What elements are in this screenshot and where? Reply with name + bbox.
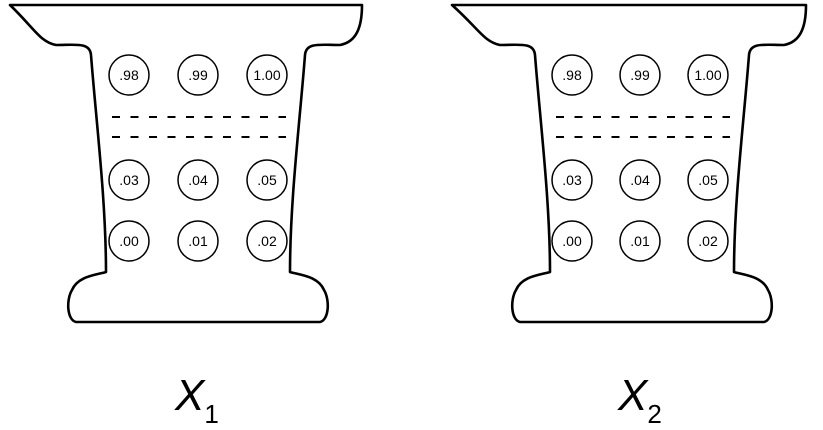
urn-1: .98 .99 1.00 .03 .04 .05 .00 .01 .02 X1 <box>8 3 364 429</box>
ball-label: .04 <box>630 172 650 188</box>
urn-2-outline <box>450 3 808 324</box>
ball: .02 <box>687 220 729 262</box>
ball: .99 <box>619 54 661 96</box>
ball-label: .01 <box>188 233 208 249</box>
urn-1-label: X1 <box>174 371 219 429</box>
ball-label: .05 <box>698 172 718 188</box>
ball: 1.00 <box>246 54 288 96</box>
ball: .05 <box>246 159 288 201</box>
variable-name: X <box>617 371 649 420</box>
ball-label: .99 <box>630 67 650 83</box>
urn-2-balls: .98 .99 1.00 .03 .04 .05 .00 .01 .02 <box>551 54 730 262</box>
ball-label: .98 <box>119 67 139 83</box>
ball: .02 <box>246 220 288 262</box>
ball: .05 <box>687 159 729 201</box>
ball-label: .00 <box>119 233 139 249</box>
ball-label: .99 <box>188 67 208 83</box>
ball: .01 <box>177 220 219 262</box>
ball-label: .04 <box>188 172 208 188</box>
ball-label: .03 <box>119 172 139 188</box>
ball-label: .05 <box>257 172 277 188</box>
ball-label: .02 <box>257 233 277 249</box>
ball: .00 <box>108 220 150 262</box>
variable-subscript: 1 <box>204 399 218 429</box>
ball: .98 <box>551 54 593 96</box>
ball: .04 <box>619 159 661 201</box>
ball-label: .01 <box>630 233 650 249</box>
ball-label: .02 <box>698 233 718 249</box>
urn-1-outline <box>8 3 364 324</box>
ball-label: .00 <box>562 233 582 249</box>
ball: .99 <box>177 54 219 96</box>
ball-label: 1.00 <box>253 67 280 83</box>
ball: .00 <box>551 220 593 262</box>
ball: .03 <box>551 159 593 201</box>
ball: 1.00 <box>687 54 729 96</box>
variable-subscript: 2 <box>647 399 661 429</box>
ball: .04 <box>177 159 219 201</box>
urn-2-label: X2 <box>617 371 662 429</box>
variable-name: X <box>174 371 206 420</box>
ball: .01 <box>619 220 661 262</box>
ball: .03 <box>108 159 150 201</box>
urn-1-balls: .98 .99 1.00 .03 .04 .05 .00 .01 .02 <box>108 54 288 262</box>
ball-label: .03 <box>562 172 582 188</box>
ball-label: 1.00 <box>694 67 721 83</box>
ball: .98 <box>108 54 150 96</box>
urn-2: .98 .99 1.00 .03 .04 .05 .00 .01 .02 X2 <box>450 3 808 429</box>
ball-label: .98 <box>562 67 582 83</box>
